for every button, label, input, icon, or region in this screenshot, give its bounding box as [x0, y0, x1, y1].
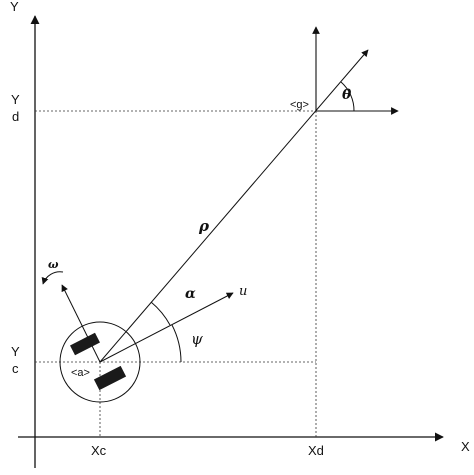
- u-label: u: [239, 284, 247, 299]
- theta-angle-arc: [340, 81, 355, 112]
- psi-label: ψ: [191, 330, 203, 348]
- rho-label: ρ: [198, 217, 210, 235]
- goal-point-label: <g>: [290, 99, 309, 111]
- robot-point-label: <a>: [71, 367, 90, 379]
- robot-heading-vector: [61, 284, 101, 363]
- x-axis-label: X: [461, 439, 470, 454]
- xc-label: Xc: [91, 443, 107, 458]
- alpha-angle-arc: [150, 301, 171, 326]
- robot-wheel-lower: [93, 365, 127, 391]
- alpha-label: α: [185, 286, 196, 302]
- yc-label-top: Y: [11, 344, 20, 359]
- psi-angle-arc: [171, 324, 182, 363]
- yd-label-bottom: d: [12, 109, 19, 124]
- yd-label-top: Y: [11, 92, 20, 107]
- y-axis-label: Y: [10, 0, 19, 14]
- robot-body: [59, 321, 141, 403]
- theta-label: θ: [342, 87, 352, 103]
- omega-label: ω: [48, 258, 59, 271]
- yc-label-bottom: c: [12, 361, 19, 376]
- omega-rotation-arc: [41, 271, 64, 285]
- u-vector: [99, 292, 234, 363]
- xd-label: Xd: [308, 443, 324, 458]
- robot-wheel-upper: [70, 332, 100, 356]
- rho-line: [99, 49, 369, 363]
